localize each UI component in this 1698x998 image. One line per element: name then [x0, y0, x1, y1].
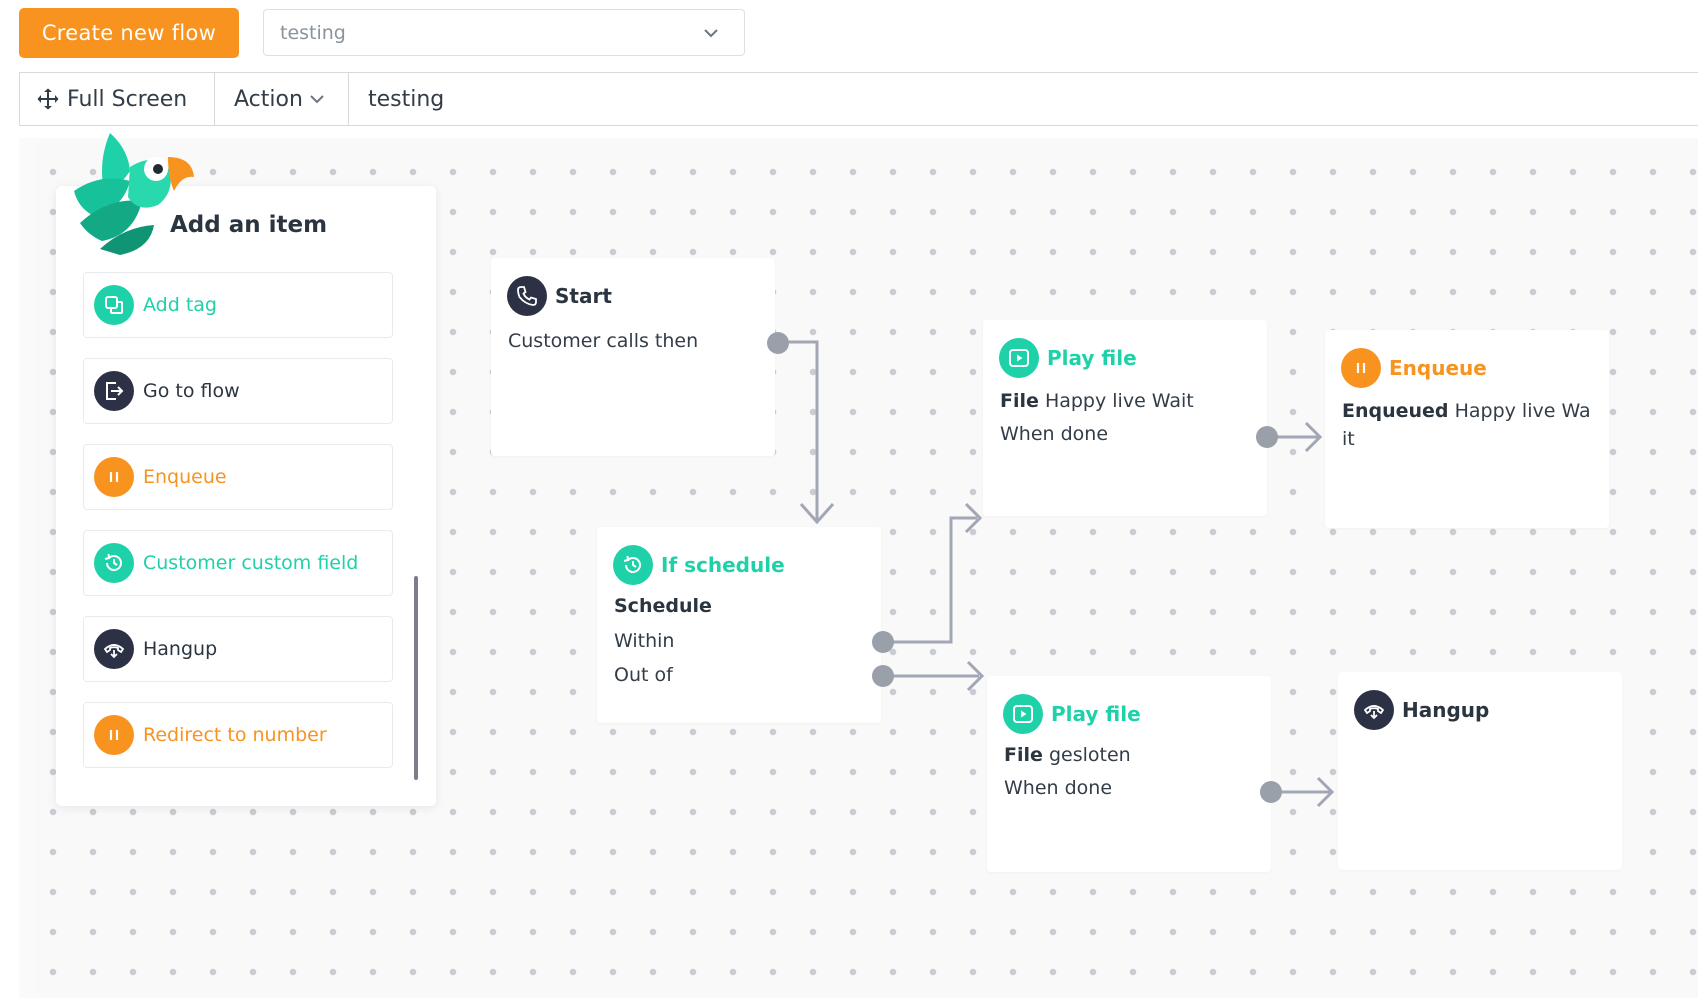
- flow-node-if-schedule[interactable]: If schedule Schedule Within Out of: [597, 527, 894, 723]
- tag-icon: [94, 285, 134, 325]
- palette-item-customer-custom-field[interactable]: Customer custom field: [83, 530, 393, 596]
- palette-item-label: Enqueue: [143, 466, 227, 488]
- palette-item-go-to-flow[interactable]: Go to flow: [83, 358, 393, 424]
- full-screen-button[interactable]: Full Screen: [20, 73, 215, 125]
- node-value: Happy live Wa: [1454, 400, 1591, 422]
- move-icon: [37, 88, 59, 110]
- palette-item-label: Add tag: [143, 294, 217, 316]
- node-output-done: When done: [1000, 423, 1109, 445]
- node-title: Start: [555, 284, 612, 308]
- pause-icon: [94, 715, 134, 755]
- palette-item-enqueue[interactable]: Enqueue: [83, 444, 393, 510]
- action-dropdown[interactable]: Action: [215, 73, 349, 125]
- arrow-head: [964, 502, 983, 534]
- flow-toolbar: Full Screen Action testing: [19, 72, 1698, 126]
- play-file-icon: [999, 338, 1039, 378]
- flow-node-start[interactable]: Start Customer calls then: [491, 258, 789, 456]
- arrow-head: [1316, 776, 1335, 808]
- flow-name: testing: [368, 86, 445, 112]
- palette-item-label: Redirect to number: [143, 724, 327, 746]
- flow-node-hangup[interactable]: Hangup: [1338, 672, 1622, 870]
- phone-icon: [507, 276, 547, 316]
- output-port[interactable]: [1260, 781, 1282, 803]
- node-output-out-of: Out of: [614, 664, 673, 686]
- node-value-wrap: it: [1342, 428, 1355, 450]
- palette-item-hangup[interactable]: Hangup: [83, 616, 393, 682]
- node-output-done: When done: [1004, 777, 1113, 799]
- arrow-head: [799, 503, 835, 525]
- hangup-icon: [1354, 690, 1394, 730]
- node-key: File: [1004, 744, 1043, 766]
- wire-within-to-play1: [883, 516, 977, 644]
- palette-scrollbar[interactable]: [414, 576, 418, 780]
- node-title: Enqueue: [1389, 356, 1487, 380]
- node-enqueued-line: Enqueued Happy live Wa: [1342, 400, 1591, 422]
- flow-select[interactable]: testing: [263, 9, 745, 56]
- node-value: gesloten: [1048, 744, 1131, 766]
- action-label: Action: [234, 86, 303, 112]
- chevron-down-icon: [310, 95, 324, 104]
- node-output-within: Within: [614, 630, 675, 652]
- pause-icon: [94, 457, 134, 497]
- flow-node-play-file-1[interactable]: Play file File Happy live Wait When done: [983, 320, 1278, 516]
- node-title: Play file: [1051, 702, 1141, 726]
- create-new-flow-button[interactable]: Create new flow: [19, 8, 239, 58]
- history-icon: [613, 545, 653, 585]
- parrot-logo: [74, 133, 194, 255]
- exit-icon: [94, 371, 134, 411]
- node-key: File: [1000, 390, 1039, 412]
- node-title: Play file: [1047, 346, 1137, 370]
- flow-select-value: testing: [280, 21, 346, 44]
- canvas-edge: [19, 138, 35, 998]
- history-icon: [94, 543, 134, 583]
- node-title: If schedule: [661, 553, 785, 577]
- node-value: Happy live Wait: [1044, 390, 1194, 412]
- palette-item-label: Go to flow: [143, 380, 240, 402]
- wire-start-to-schedule: [777, 340, 819, 520]
- palette-item-label: Customer custom field: [143, 552, 359, 574]
- output-port[interactable]: [767, 332, 789, 354]
- node-file-line: File Happy live Wait: [1000, 390, 1194, 412]
- output-port[interactable]: [872, 665, 894, 687]
- output-port[interactable]: [872, 631, 894, 653]
- arrow-head: [1304, 421, 1323, 453]
- palette-item-add-tag[interactable]: Add tag: [83, 272, 393, 338]
- node-label: Schedule: [614, 595, 712, 617]
- pause-icon: [1341, 348, 1381, 388]
- chevron-down-icon: [704, 29, 718, 38]
- node-key: Enqueued: [1342, 400, 1449, 422]
- palette-title: Add an item: [170, 212, 328, 238]
- hangup-icon: [94, 629, 134, 669]
- palette-item-label: Hangup: [143, 638, 218, 660]
- node-text: Customer calls then: [508, 330, 699, 352]
- output-port[interactable]: [1256, 426, 1278, 448]
- add-item-palette: Add an item Add tag Go to flow Enqueue C…: [56, 186, 436, 806]
- full-screen-label: Full Screen: [67, 86, 188, 112]
- palette-item-redirect-to-number[interactable]: Redirect to number: [83, 702, 393, 768]
- arrow-head: [966, 660, 985, 692]
- play-file-icon: [1003, 694, 1043, 734]
- flow-node-play-file-2[interactable]: Play file File gesloten When done: [987, 676, 1282, 872]
- flow-node-enqueue[interactable]: Enqueue Enqueued Happy live Wa it: [1325, 330, 1609, 528]
- node-title: Hangup: [1402, 698, 1490, 722]
- node-file-line: File gesloten: [1004, 744, 1131, 766]
